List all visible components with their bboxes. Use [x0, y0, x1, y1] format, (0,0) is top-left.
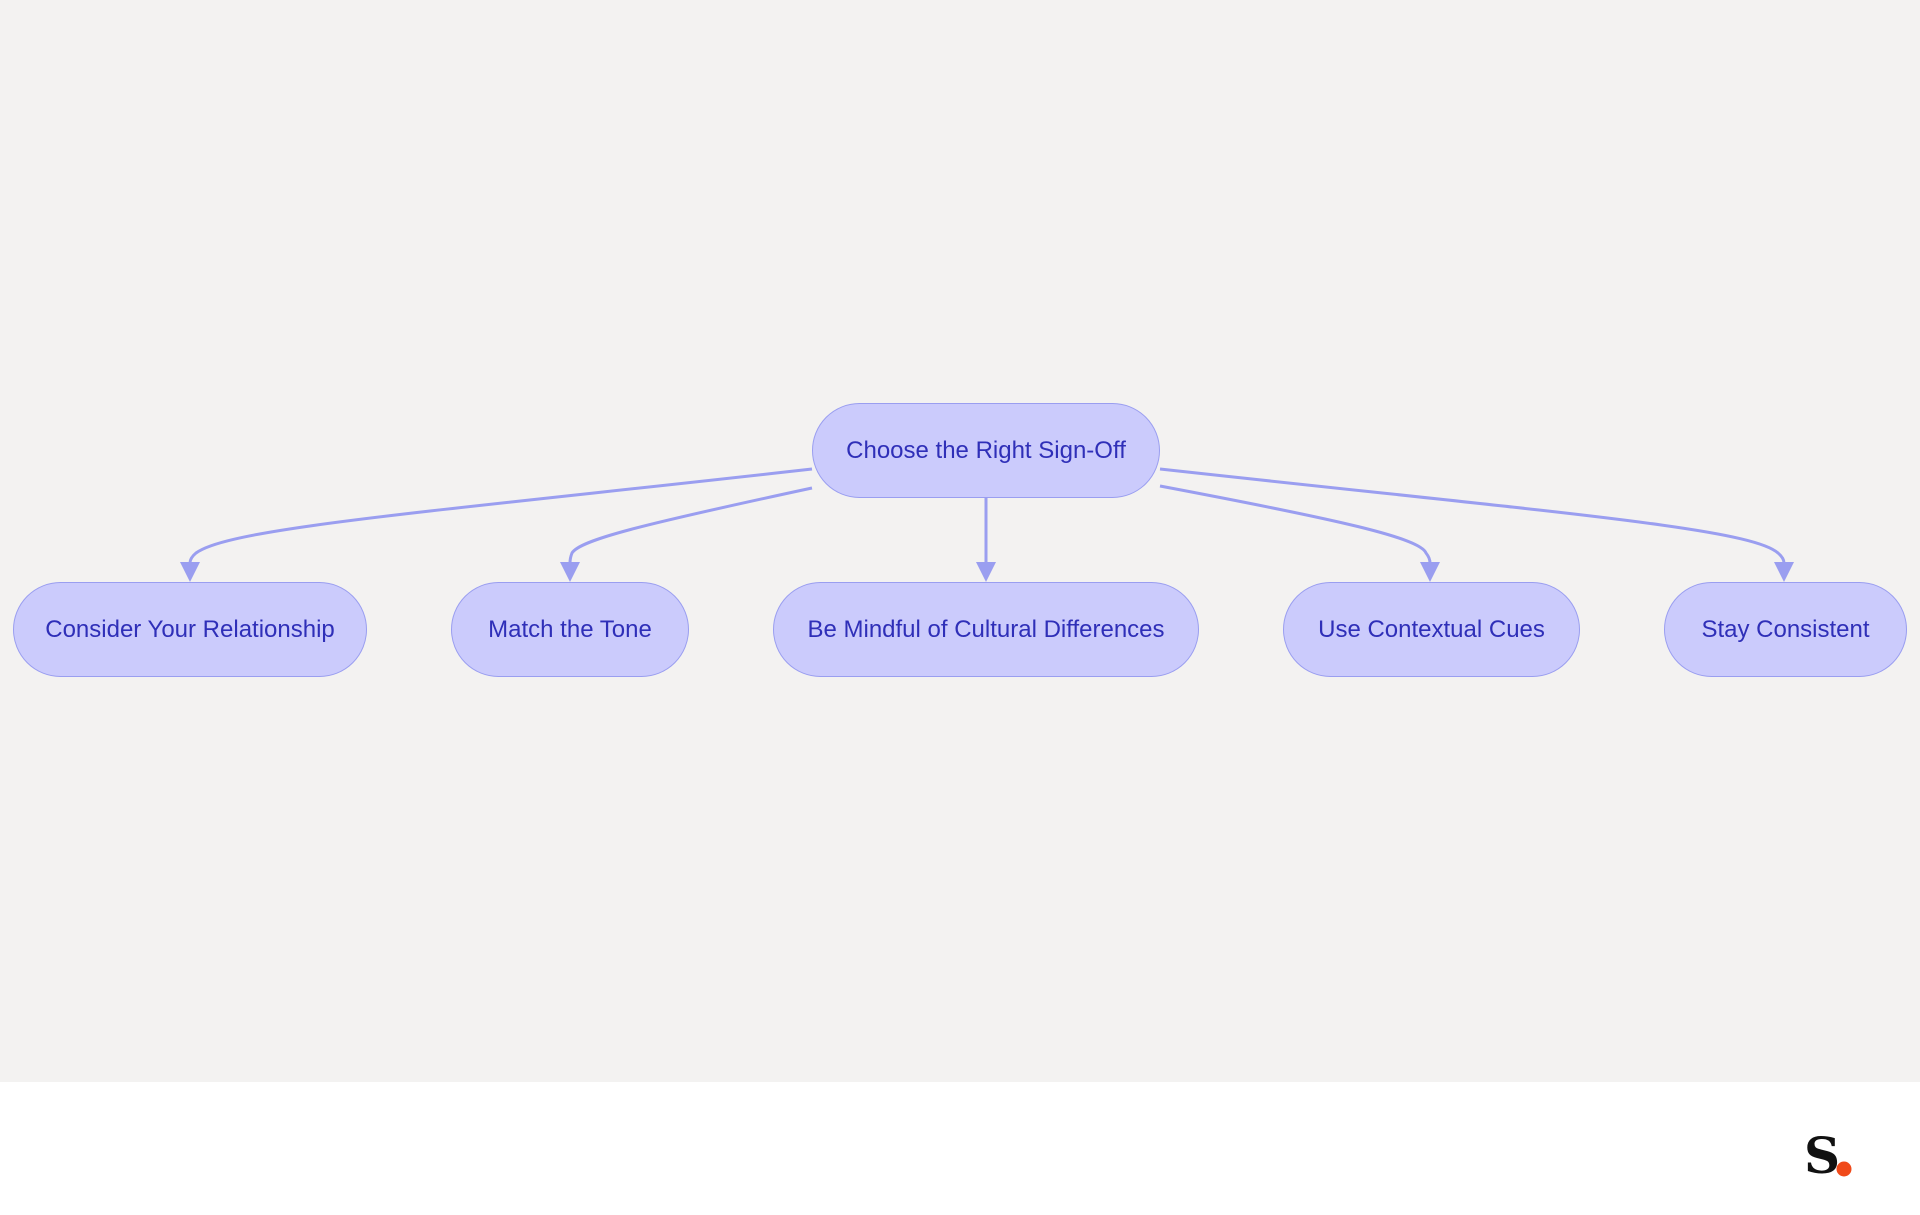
arrowhead-icon [560, 562, 580, 582]
diagram-edges [180, 467, 1794, 582]
child-node-stay-consistent: Stay Consistent [1664, 582, 1907, 677]
child-node-match-the-tone: Match the Tone [451, 582, 689, 677]
root-node: Choose the Right Sign-Off [812, 403, 1160, 498]
edge-root-to-match-the-tone [568, 486, 813, 564]
edge-root-to-consider-your-relationship [188, 467, 813, 564]
logo-dot-icon [1836, 1161, 1852, 1177]
child-node-be-mindful-of-cultural-differences: Be Mindful of Cultural Differences [773, 582, 1199, 677]
footer [0, 1082, 1920, 1215]
child-node-consider-your-relationship: Consider Your Relationship [13, 582, 367, 677]
child-node-use-contextual-cues: Use Contextual Cues [1283, 582, 1580, 677]
edge-root-to-use-contextual-cues [1159, 484, 1432, 564]
arrowhead-icon [976, 562, 996, 582]
arrowhead-icon [180, 562, 200, 582]
brand-logo: S [1804, 1128, 1852, 1180]
arrowhead-icon [1774, 562, 1794, 582]
arrowhead-icon [1420, 562, 1440, 582]
edge-root-to-stay-consistent [1159, 467, 1786, 564]
diagram-canvas: Choose the Right Sign-Off Consider Your … [0, 0, 1920, 1082]
logo-letter: S [1804, 1128, 1840, 1180]
